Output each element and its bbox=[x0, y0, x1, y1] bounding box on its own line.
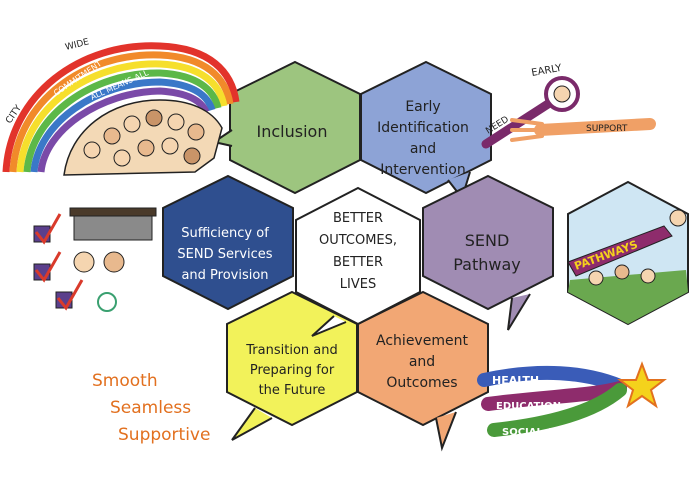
smooth-text: Smooth bbox=[92, 371, 158, 391]
rainbow-blue bbox=[30, 78, 216, 173]
early-support-illustration: EARLY NEED SUPPORT bbox=[481, 63, 656, 149]
person-face bbox=[588, 270, 604, 286]
school-roof bbox=[69, 207, 157, 217]
early-label-line3: and bbox=[410, 141, 436, 157]
support-fork-handle bbox=[534, 118, 656, 136]
smooth-seamless-supportive: Smooth Seamless Supportive bbox=[92, 371, 210, 445]
center-text-line4: LIVES bbox=[340, 277, 376, 292]
transition-speech-tail bbox=[231, 407, 273, 441]
center-hexagon bbox=[295, 186, 421, 326]
seamless-text: Seamless bbox=[110, 398, 191, 418]
transition-label-line3: the Future bbox=[259, 383, 326, 398]
crowd-face bbox=[161, 137, 179, 155]
shooting-star-illustration: HEALTH EDUCATION SOCIAL CARE bbox=[477, 361, 667, 438]
rainbow-crowd-illustration: CITY WIDE COMMITMENT ALL MEANS ALL bbox=[2, 37, 240, 176]
person-face bbox=[614, 264, 630, 280]
early-label-line1: Early bbox=[405, 99, 440, 115]
rainbow-green bbox=[23, 69, 222, 173]
pathway-label-line2: Pathway bbox=[453, 255, 521, 274]
person-face bbox=[669, 209, 687, 227]
early-word-text: EARLY bbox=[531, 63, 564, 79]
crowd-face bbox=[123, 115, 141, 133]
star-trail-social-care bbox=[487, 383, 627, 437]
early-hexagon bbox=[360, 60, 492, 195]
segment-sufficiency: Sufficiency of SEND Services and Provisi… bbox=[162, 174, 294, 311]
center-hub: BETTER OUTCOMES, BETTER LIVES bbox=[295, 186, 421, 337]
sufficiency-label-line2: SEND Services bbox=[177, 247, 272, 262]
checkmark-2 bbox=[34, 251, 62, 283]
crowd-face bbox=[103, 127, 121, 145]
school-building bbox=[73, 213, 153, 241]
center-text-line1: BETTER bbox=[333, 211, 383, 226]
heart-circle-icon bbox=[97, 292, 117, 312]
checklist-illustration bbox=[33, 207, 157, 312]
shooting-star-icon bbox=[617, 361, 667, 409]
center-text-line2: OUTCOMES, bbox=[319, 233, 397, 248]
transition-label-line2: Preparing for bbox=[250, 363, 335, 378]
center-speech-tail bbox=[311, 315, 347, 337]
checkmark-3 bbox=[56, 279, 84, 311]
star-trail-health bbox=[477, 365, 627, 393]
sufficiency-label-line3: and Provision bbox=[181, 268, 268, 283]
segment-achievement: Achievement and Outcomes bbox=[357, 290, 489, 452]
inclusion-label: Inclusion bbox=[257, 122, 328, 141]
support-word-text: SUPPORT bbox=[586, 124, 628, 134]
support-fork-tines bbox=[510, 118, 544, 142]
pathway-hexagon bbox=[422, 174, 554, 311]
crowd-face bbox=[83, 141, 101, 159]
crowd-face bbox=[113, 149, 131, 167]
person-face bbox=[640, 268, 656, 284]
rainbow-wide-text: WIDE bbox=[64, 37, 90, 53]
crowd-face bbox=[187, 123, 205, 141]
social-care-text: SOCIAL CARE bbox=[502, 427, 576, 438]
segment-send-pathway: SEND Pathway bbox=[422, 174, 554, 331]
rainbow-red bbox=[2, 42, 240, 173]
health-text: HEALTH bbox=[492, 374, 539, 387]
early-label-line4: Intervention bbox=[380, 162, 465, 178]
magnifier-face bbox=[553, 85, 571, 103]
crowd-face bbox=[167, 113, 185, 131]
crowd-face bbox=[145, 109, 163, 127]
achievement-speech-tail bbox=[435, 411, 457, 452]
segment-inclusion: Inclusion bbox=[211, 60, 361, 195]
rainbow-yellow bbox=[16, 60, 228, 173]
crowd-face bbox=[137, 139, 155, 157]
person-face bbox=[73, 251, 95, 273]
magnifier-handle bbox=[481, 99, 553, 149]
pathways-illustration: PATHWAYS bbox=[567, 180, 689, 326]
pathway-label-line1: SEND bbox=[465, 231, 510, 250]
center-text-line3: BETTER bbox=[333, 255, 383, 270]
sufficiency-label-line1: Sufficiency of bbox=[181, 226, 269, 241]
rainbow-orange bbox=[9, 51, 234, 173]
supportive-text: Supportive bbox=[118, 425, 210, 445]
achievement-label-line3: Outcomes bbox=[386, 375, 457, 391]
achievement-label-line1: Achievement bbox=[376, 333, 468, 349]
transition-label-line1: Transition and bbox=[245, 343, 337, 358]
segment-early-identification: Early Identification and Intervention bbox=[360, 60, 492, 201]
education-text: EDUCATION bbox=[496, 401, 561, 412]
pathway-speech-tail bbox=[507, 293, 531, 331]
achievement-label-line2: and bbox=[409, 354, 435, 370]
crowd-face bbox=[183, 147, 201, 165]
pathways-banner-shape bbox=[567, 225, 673, 277]
person-face bbox=[103, 251, 125, 273]
early-label-line2: Identification bbox=[377, 120, 469, 136]
rainbow-purple bbox=[37, 87, 210, 173]
sufficiency-hexagon bbox=[162, 174, 294, 311]
checkmark-1 bbox=[34, 213, 62, 245]
